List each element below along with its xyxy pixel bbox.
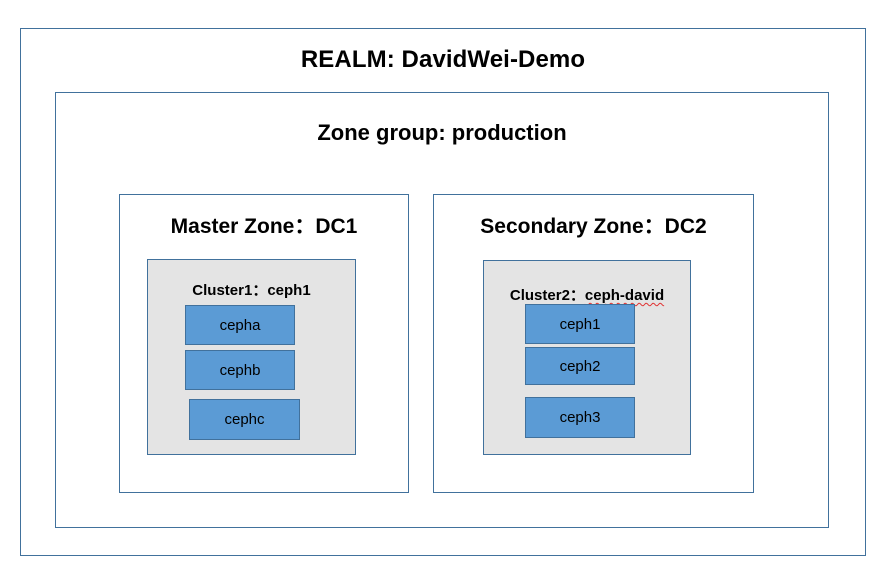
realm-title: REALM: DavidWei-Demo xyxy=(300,46,586,73)
zone-group-title: Zone group: production xyxy=(317,120,567,145)
node-box-cephc[interactable]: cephc xyxy=(189,399,300,440)
cluster-label-cluster1: Cluster1：ceph1 xyxy=(147,279,356,300)
zone-group-container xyxy=(55,92,829,528)
zone-title-secondary: Secondary Zone：DC2 xyxy=(480,215,707,238)
node-box-cepha[interactable]: cepha xyxy=(185,305,295,345)
node-box-ceph3[interactable]: ceph3 xyxy=(525,397,635,438)
cluster-label-prefix-cluster1: Cluster1： xyxy=(192,282,268,299)
zone-container-secondary xyxy=(433,194,754,493)
cluster-label-cluster2: Cluster2：ceph-david xyxy=(483,284,691,305)
node-box-ceph1[interactable]: ceph1 xyxy=(525,304,635,344)
node-box-cephb[interactable]: cephb xyxy=(185,350,295,390)
node-box-ceph2[interactable]: ceph2 xyxy=(525,347,635,385)
cluster-label-prefix-cluster2: Cluster2： xyxy=(509,287,585,304)
zone-container-master xyxy=(119,194,409,493)
realm-container xyxy=(20,28,866,556)
zone-title-master: Master Zone：DC1 xyxy=(170,215,358,238)
cluster-label-name-cluster2: ceph-david xyxy=(584,287,665,304)
cluster-label-name-cluster1: ceph1 xyxy=(267,282,311,299)
